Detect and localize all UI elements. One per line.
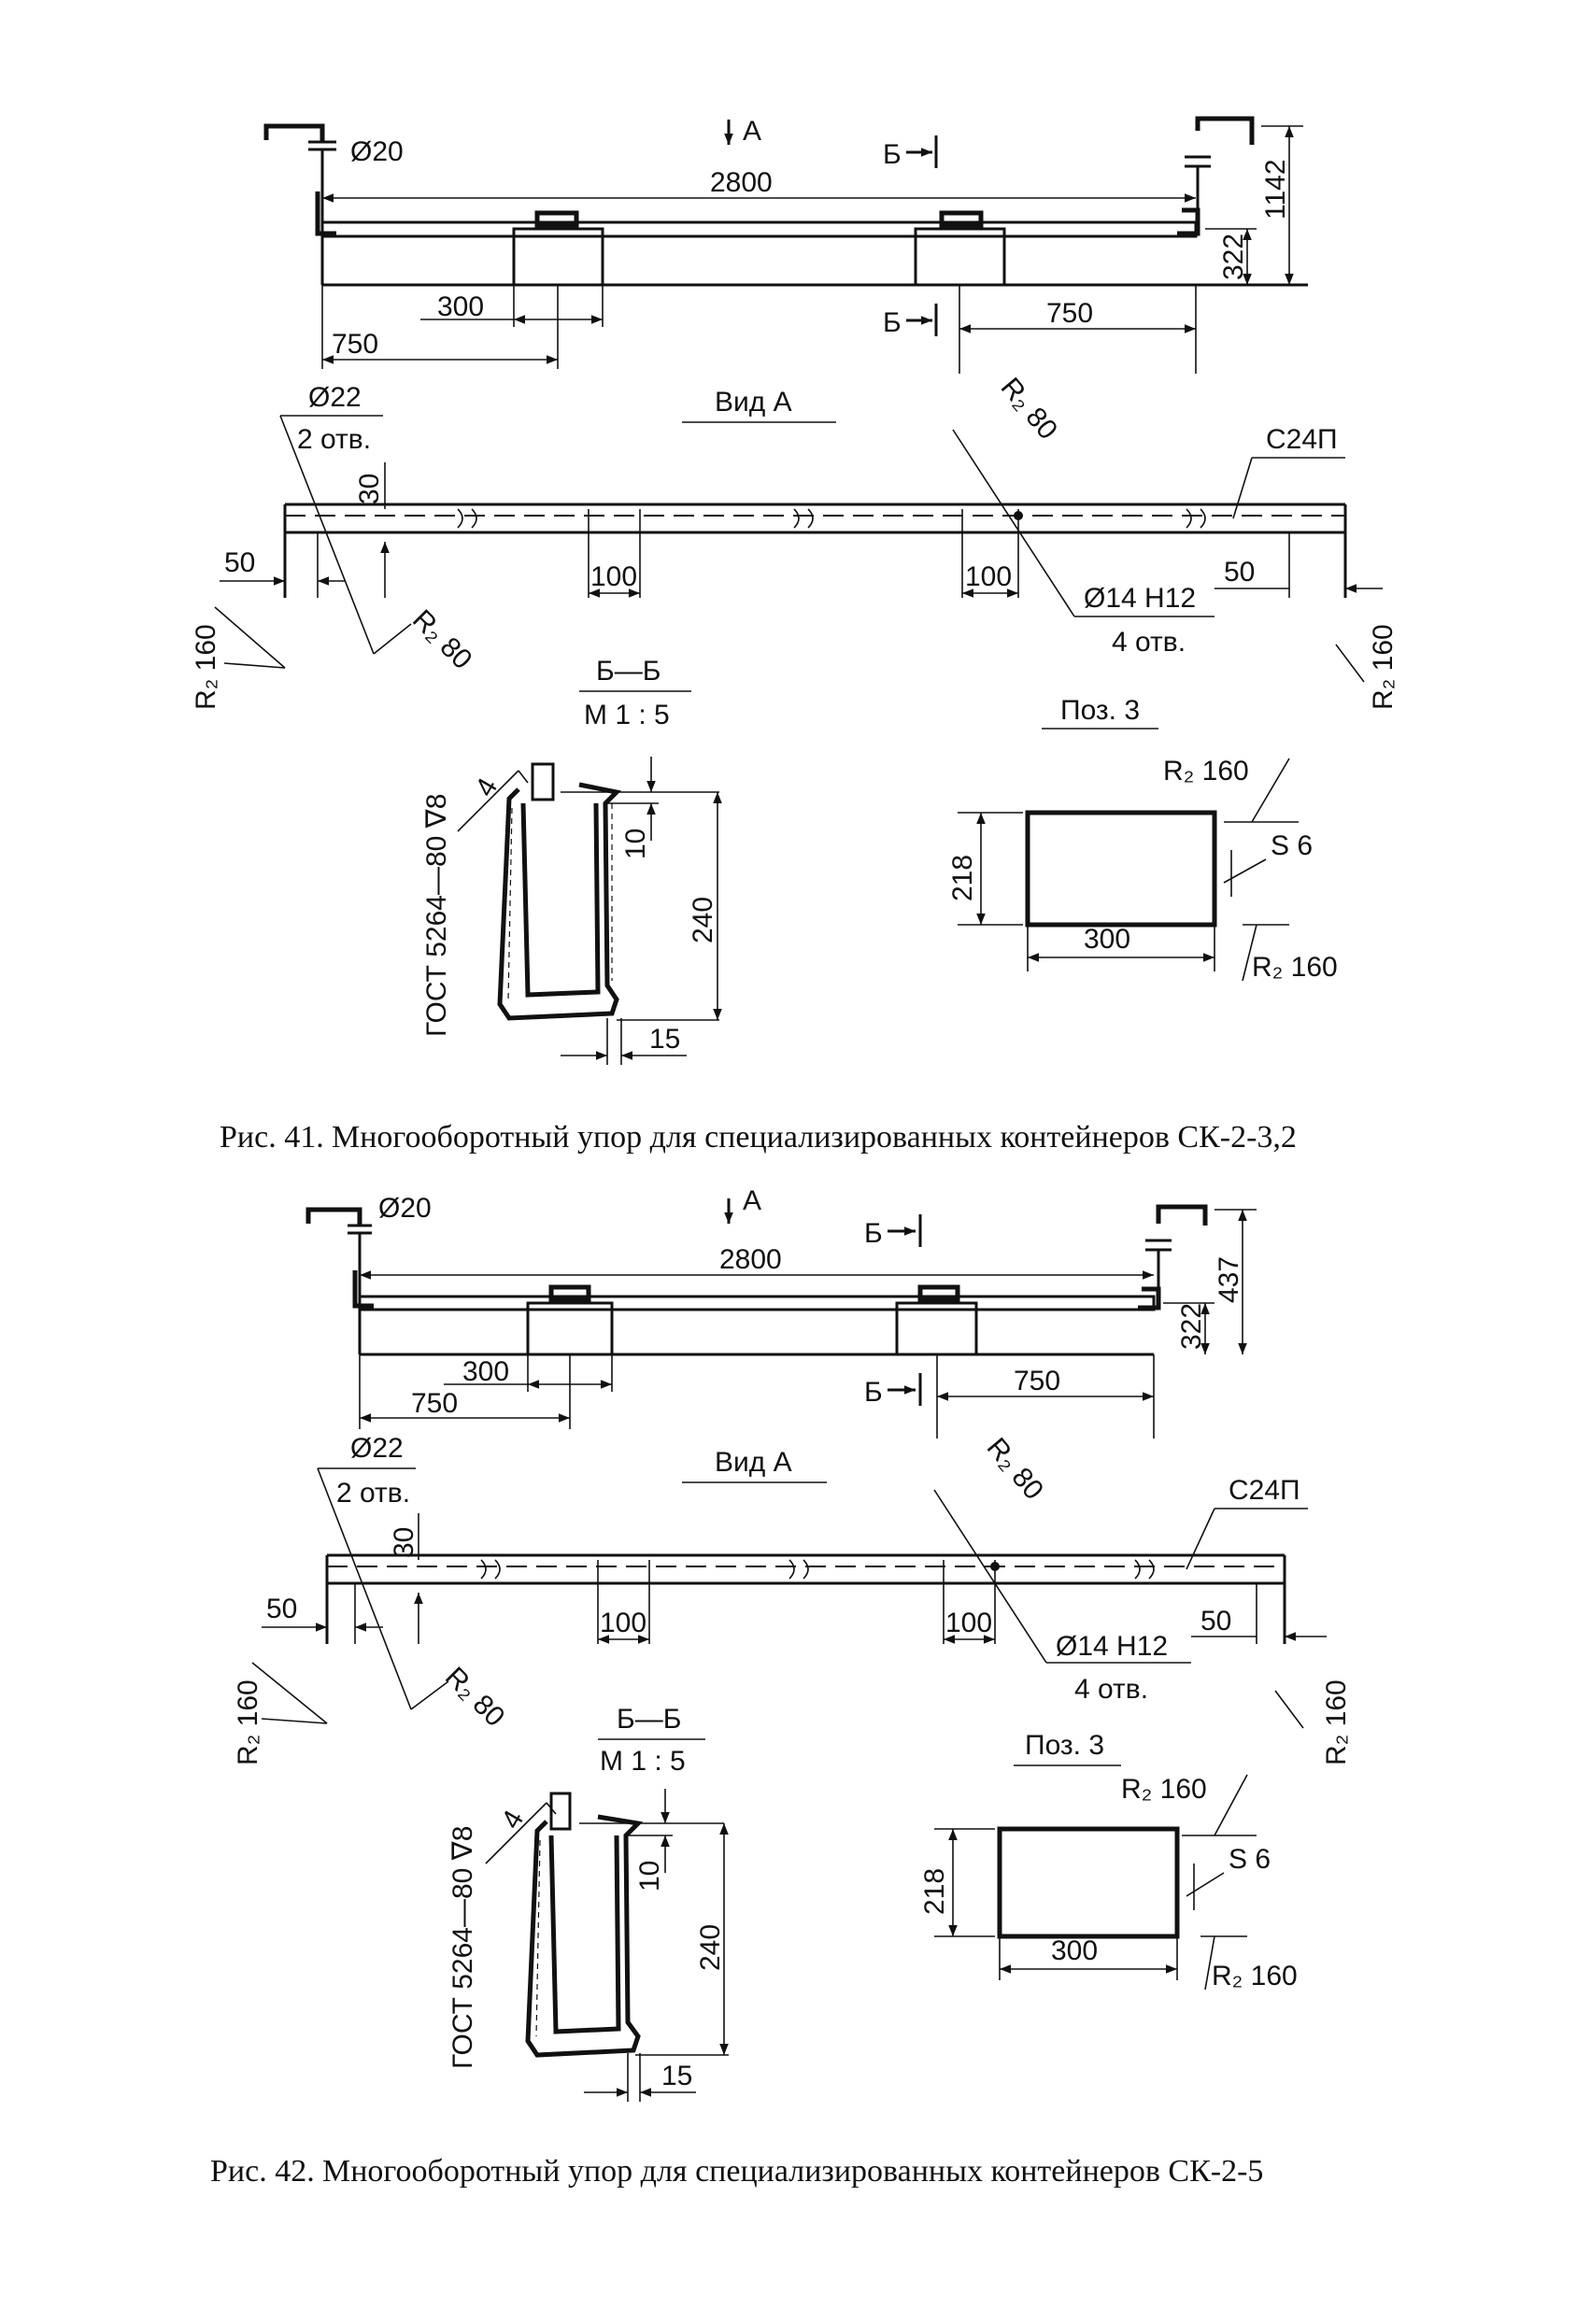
left-handle xyxy=(263,123,325,142)
view-a-title: Вид А xyxy=(715,1447,792,1478)
pos3-width: 300 xyxy=(1051,1935,1098,1966)
hole-left-count: 2 отв. xyxy=(336,1478,410,1509)
pos-3: Поз. 3 218 300 R₂ 160 S 6 R₂ 160 xyxy=(947,695,1338,983)
overall-length-dim: 2800 xyxy=(710,167,773,198)
hole-right-dia: Ø14 H12 xyxy=(1084,583,1196,614)
radius-160-left: R₂ 160 xyxy=(233,1679,263,1765)
radius-160-left: R₂ 160 xyxy=(191,624,221,710)
radius-80-right: R₂ 80 xyxy=(981,1432,1049,1506)
weld-leg: 4 xyxy=(495,1806,530,1835)
section-title: Б—Б xyxy=(596,656,661,687)
dim-100-right: 100 xyxy=(945,1608,992,1638)
dim-30: 30 xyxy=(389,1527,419,1558)
weld-spec: ГОСТ 5264—80 ∇8 xyxy=(421,794,452,1037)
dim-750-right: 750 xyxy=(1014,1366,1060,1396)
radius-80-right: R₂ 80 xyxy=(995,372,1063,446)
dim-100-right: 100 xyxy=(965,561,1012,592)
hole-left-count: 2 отв. xyxy=(297,424,371,455)
hole-left-dia: Ø22 xyxy=(308,382,362,413)
dim-50-right: 50 xyxy=(1224,557,1255,588)
pos3-width: 300 xyxy=(1084,924,1130,955)
section-bb: Б—Б М 1 : 5 10 240 15 ГОСТ 5264—80 ∇8 4 xyxy=(421,656,722,1065)
pos3-height: 218 xyxy=(947,855,978,901)
view-a-beam xyxy=(283,503,1347,598)
section-scale: М 1 : 5 xyxy=(584,700,670,730)
channel-profile xyxy=(497,782,622,1021)
figure-42-caption-prefix: Рис. 42. xyxy=(210,2154,315,2189)
profile-label: С24П xyxy=(1229,1475,1300,1506)
weld-spec: ГОСТ 5264—80 ∇8 xyxy=(447,1826,478,2069)
dim-50-left: 50 xyxy=(266,1594,297,1624)
pos3-radius-bottom: R₂ 160 xyxy=(1252,952,1338,983)
dim-240: 240 xyxy=(688,897,718,943)
figure-41-caption: Многооборотный упор для специализированн… xyxy=(332,1120,1297,1155)
figure-41-caption-prefix: Рис. 41. xyxy=(220,1120,324,1155)
figure-41: Ø20 А Б Б xyxy=(191,116,1399,1155)
section-title: Б—Б xyxy=(617,1704,681,1735)
radius-160-right: R₂ 160 xyxy=(1321,1679,1352,1765)
dim-50-left: 50 xyxy=(224,547,255,578)
weld-leg: 4 xyxy=(469,773,504,802)
dim-100-left: 100 xyxy=(590,561,637,592)
right-handle xyxy=(1195,116,1255,145)
section-mark-top: Б xyxy=(864,1218,883,1249)
view-a-title: Вид А xyxy=(715,387,792,418)
pos3-title: Поз. 3 xyxy=(1025,1730,1104,1761)
section-mark-bottom: Б xyxy=(864,1377,883,1408)
dim-100-left: 100 xyxy=(600,1608,646,1638)
figure-42: Ø20 А Б Б 2800 437 xyxy=(210,1185,1352,2189)
dim-300: 300 xyxy=(462,1356,509,1387)
dim-10: 10 xyxy=(634,1861,665,1892)
dim-10: 10 xyxy=(620,829,651,859)
pin-diameter-label: Ø20 xyxy=(350,136,404,167)
hole-right-count: 4 отв. xyxy=(1112,627,1186,658)
figure-42-caption: Многооборотный упор для специализированн… xyxy=(322,2154,1263,2189)
view-a-mark: А xyxy=(743,1185,761,1216)
pos3-plate xyxy=(1025,810,1217,928)
dim-750-right: 750 xyxy=(1046,298,1093,329)
pos-3: Поз. 3 218 300 R₂ 160 S 6 R₂ 160 xyxy=(919,1730,1298,1991)
dim-300: 300 xyxy=(437,291,484,322)
top-view: Ø20 А Б Б 2800 437 xyxy=(305,1185,1257,1438)
section-mark-top: Б xyxy=(883,139,902,170)
radius-80-left: R₂ 80 xyxy=(439,1662,510,1733)
pos3-radius-bottom: R₂ 160 xyxy=(1212,1961,1298,1991)
dim-750-left: 750 xyxy=(411,1388,458,1419)
dim-240: 240 xyxy=(695,1924,726,1971)
hole-right-count: 4 отв. xyxy=(1074,1674,1148,1705)
dim-15: 15 xyxy=(661,2061,692,2091)
dim-15: 15 xyxy=(649,1024,680,1055)
view-a-mark: А xyxy=(743,116,761,147)
height-total-dim: 437 xyxy=(1214,1256,1244,1303)
hole-right-dia: Ø14 H12 xyxy=(1056,1631,1168,1662)
section-scale: М 1 : 5 xyxy=(600,1746,686,1777)
pos3-title: Поз. 3 xyxy=(1060,695,1140,726)
dim-30: 30 xyxy=(354,474,385,504)
pos3-radius-top: R₂ 160 xyxy=(1163,756,1249,786)
height-beam-dim: 322 xyxy=(1218,234,1249,280)
dim-50-right: 50 xyxy=(1200,1606,1231,1637)
view-a: Вид А 100 100 Ø22 2 отв. 30 50 xyxy=(191,372,1399,710)
pos3-radius-top: R₂ 160 xyxy=(1121,1774,1207,1805)
section-mark-bottom: Б xyxy=(883,307,902,338)
top-view: Ø20 А Б Б xyxy=(263,116,1308,374)
pos3-thickness: S 6 xyxy=(1229,1844,1271,1875)
radius-160-right: R₂ 160 xyxy=(1368,624,1399,710)
section-bb: Б—Б М 1 : 5 10 240 15 ГОСТ 5264—80 ∇8 4 xyxy=(447,1704,729,2102)
profile-label: С24П xyxy=(1266,424,1338,455)
pos3-thickness: S 6 xyxy=(1271,830,1313,861)
radius-80-left: R₂ 80 xyxy=(406,604,477,675)
view-a: Вид А 100 100 Ø22 2 отв. 30 50 xyxy=(233,1432,1352,1765)
beam-top xyxy=(320,220,1198,238)
dim-750-left: 750 xyxy=(332,329,378,360)
pos3-height: 218 xyxy=(919,1868,950,1915)
hole-left-dia: Ø22 xyxy=(350,1433,404,1464)
height-beam-dim: 322 xyxy=(1176,1303,1207,1350)
overall-length-dim: 2800 xyxy=(719,1244,782,1275)
height-total-dim: 1142 xyxy=(1260,159,1291,220)
pin-diameter-label: Ø20 xyxy=(378,1193,432,1224)
